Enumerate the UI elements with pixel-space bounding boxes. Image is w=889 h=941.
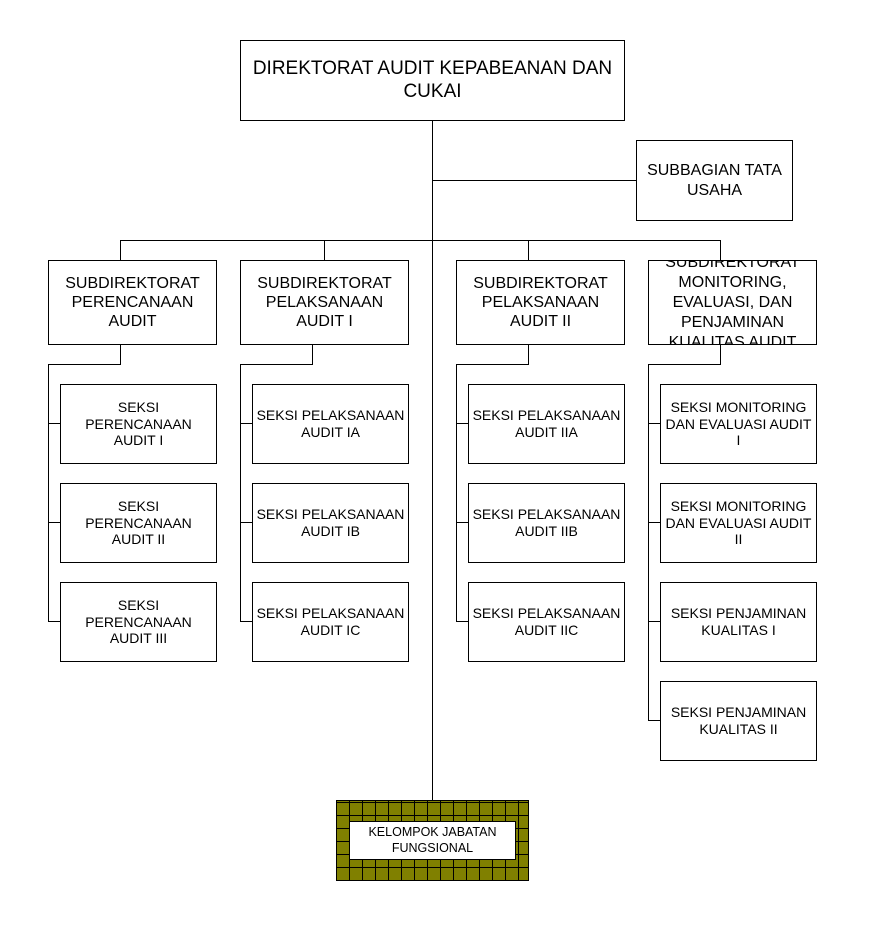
section-box: SEKSI PELAKSANAAN AUDIT IIC [468, 582, 625, 662]
section-title: SEKSI MONITORING DAN EVALUASI AUDIT I [665, 398, 812, 449]
section-title: SEKSI PELAKSANAAN AUDIT IIB [472, 506, 621, 539]
subdirectorate-box: SUBDIREKTORAT PERENCANAAN AUDIT [48, 260, 217, 345]
bracket-col-1 [48, 345, 121, 622]
bracket-col-4 [648, 345, 721, 721]
section-title: SEKSI PELAKSANAAN AUDIT IA [256, 407, 405, 440]
bracket-col-3 [456, 345, 529, 622]
section-title: SEKSI PELAKSANAAN AUDIT IIC [472, 605, 621, 638]
subbagian-title: SUBBAGIAN TATA USAHA [647, 162, 782, 199]
fungsional-label-box: KELOMPOK JABATAN FUNGSIONAL [349, 821, 516, 860]
subdirectorate-box: SUBDIREKTORAT PELAKSANAAN AUDIT II [456, 260, 625, 345]
section-box: SEKSI PELAKSANAAN AUDIT IIA [468, 384, 625, 464]
fungsional-title: KELOMPOK JABATAN FUNGSIONAL [368, 824, 497, 855]
section-box: SEKSI PENJAMINAN KUALITAS I [660, 582, 817, 662]
section-box: SEKSI PENJAMINAN KUALITAS II [660, 681, 817, 761]
section-box: SEKSI MONITORING DAN EVALUASI AUDIT I [660, 384, 817, 464]
section-box: SEKSI PELAKSANAAN AUDIT IA [252, 384, 409, 464]
section-title: SEKSI PERENCANAAN AUDIT II [85, 497, 192, 548]
section-box: SEKSI PERENCANAAN AUDIT III [60, 582, 217, 662]
section-title: SEKSI PELAKSANAAN AUDIT IB [256, 506, 405, 539]
subdirectorate-title: SUBDIREKTORAT PELAKSANAAN AUDIT I [257, 274, 392, 331]
subdirectorate-box: SUBDIREKTORAT MONITORING, EVALUASI, DAN … [648, 260, 817, 345]
section-title: SEKSI PELAKSANAAN AUDIT IC [256, 605, 405, 638]
director-box: DIREKTORAT AUDIT KEPABEANAN DAN CUKAI [240, 40, 625, 121]
section-box: SEKSI PELAKSANAAN AUDIT IC [252, 582, 409, 662]
bracket-col-2 [240, 345, 313, 622]
subdirectorate-title: SUBDIREKTORAT PELAKSANAAN AUDIT II [473, 274, 608, 331]
subdirectorate-title: SUBDIREKTORAT MONITORING, EVALUASI, DAN … [665, 260, 800, 345]
section-box: SEKSI PELAKSANAAN AUDIT IIB [468, 483, 625, 563]
subdirectorate-box: SUBDIREKTORAT PELAKSANAAN AUDIT I [240, 260, 409, 345]
director-title: DIREKTORAT AUDIT KEPABEANAN DAN CUKAI [252, 57, 613, 102]
section-box: SEKSI PELAKSANAAN AUDIT IB [252, 483, 409, 563]
section-title: SEKSI MONITORING DAN EVALUASI AUDIT II [665, 497, 812, 548]
section-title: SEKSI PERENCANAAN AUDIT III [85, 596, 192, 647]
section-title: SEKSI PELAKSANAAN AUDIT IIA [472, 407, 621, 440]
fungsional-box: KELOMPOK JABATAN FUNGSIONAL [336, 800, 529, 881]
section-title: SEKSI PENJAMINAN KUALITAS I [670, 605, 807, 638]
section-box: SEKSI MONITORING DAN EVALUASI AUDIT II [660, 483, 817, 563]
subbagian-box: SUBBAGIAN TATA USAHA [636, 140, 793, 221]
subdirectorate-title: SUBDIREKTORAT PERENCANAAN AUDIT [65, 274, 200, 331]
section-title: SEKSI PENJAMINAN KUALITAS II [670, 704, 807, 737]
section-box: SEKSI PERENCANAAN AUDIT I [60, 384, 217, 464]
section-title: SEKSI PERENCANAAN AUDIT I [85, 398, 192, 449]
section-box: SEKSI PERENCANAAN AUDIT II [60, 483, 217, 563]
